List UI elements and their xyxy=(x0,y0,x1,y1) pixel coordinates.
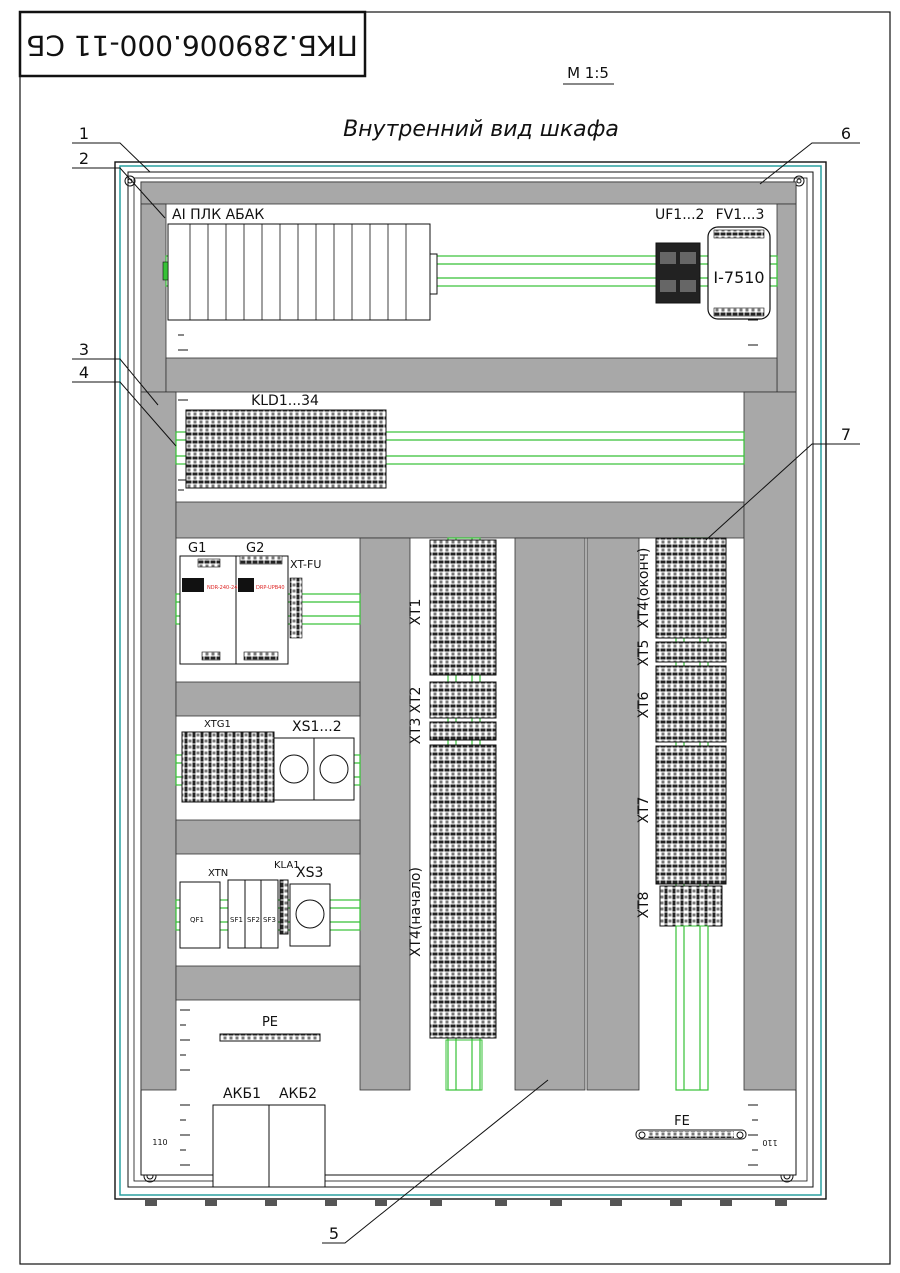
cable-ducts xyxy=(140,181,797,1091)
g1-model: NDR-240-24 xyxy=(207,585,237,591)
left-ruler-mark: 110 xyxy=(152,1138,167,1147)
callout-3: 3 xyxy=(79,340,89,359)
xt8-label: XT8 xyxy=(636,892,652,919)
fe-bar xyxy=(635,1129,747,1140)
callout-4: 4 xyxy=(79,363,89,382)
kld-label: KLD1...34 xyxy=(251,393,319,409)
xt6-label: XT6 xyxy=(636,692,652,719)
callout-6: 6 xyxy=(841,124,851,143)
plc-rack xyxy=(162,223,438,321)
kla1-label: KLA1 xyxy=(274,860,300,871)
akb2 xyxy=(268,1104,326,1188)
doc-code-stamp xyxy=(18,10,367,78)
xtfu-label: XT-FU xyxy=(290,558,321,571)
callout-2: 2 xyxy=(79,149,89,168)
xt1-label: XT1 xyxy=(408,599,424,626)
akb2-label: АКБ2 xyxy=(279,1086,317,1102)
g2-model: DRP-UPB40 xyxy=(256,585,285,591)
xtn-label: XTN xyxy=(208,868,228,879)
i7510-module xyxy=(707,226,771,320)
pe-bar xyxy=(219,1033,321,1042)
callout-7: 7 xyxy=(841,425,851,444)
scale-label: М 1:5 xyxy=(567,64,609,82)
sheet-frame xyxy=(19,11,891,1265)
i7510-label: I-7510 xyxy=(713,268,764,287)
xs3-label: XS3 xyxy=(296,865,323,881)
sf2-label: SF2 xyxy=(247,916,260,924)
xt4-begin-label: XT4(начало) xyxy=(408,867,424,957)
pe-label: PE xyxy=(262,1015,278,1030)
xt3-label: XT3 xyxy=(408,718,424,745)
xt7-label: XT7 xyxy=(636,797,652,824)
drawing-title: Внутренний вид шкафа xyxy=(343,117,619,142)
akb1 xyxy=(212,1104,270,1188)
qf1-label: QF1 xyxy=(190,916,204,924)
sf3-label: SF3 xyxy=(263,916,276,924)
g1-label: G1 xyxy=(188,541,206,556)
akb1-label: АКБ1 xyxy=(223,1086,261,1102)
uf-surge-protectors xyxy=(655,242,701,304)
callout-leaders xyxy=(72,142,860,1244)
kld-terminal-block xyxy=(185,409,387,489)
xt4-end-label: XT4(оконч) xyxy=(636,548,652,629)
doc-code: ПКБ.289006.000-11 СБ xyxy=(26,29,358,62)
fe-label: FE xyxy=(674,1114,690,1129)
xtg1-block xyxy=(181,731,355,803)
uf-label: UF1...2 xyxy=(655,207,704,223)
xt5-label: XT5 xyxy=(636,640,652,667)
terminal-column-right xyxy=(655,537,727,1091)
breakers-block xyxy=(179,879,331,949)
plc-label: AI ПЛК АБАК xyxy=(172,207,264,223)
terminal-column-left xyxy=(429,539,497,1091)
callout-1: 1 xyxy=(79,124,89,143)
g2-label: G2 xyxy=(246,541,264,556)
callout-5: 5 xyxy=(329,1224,339,1243)
power-supplies xyxy=(179,555,303,665)
xs12-label: XS1...2 xyxy=(292,719,342,735)
bottom-glands xyxy=(145,1200,787,1206)
right-ruler-mark: 110 xyxy=(762,1138,777,1147)
fv-label: FV1...3 xyxy=(716,207,765,223)
xt2-label: XT2 xyxy=(408,687,424,714)
cabinet-outer xyxy=(114,161,827,1200)
sf1-label: SF1 xyxy=(230,916,243,924)
xtg1-label: XTG1 xyxy=(204,719,231,730)
